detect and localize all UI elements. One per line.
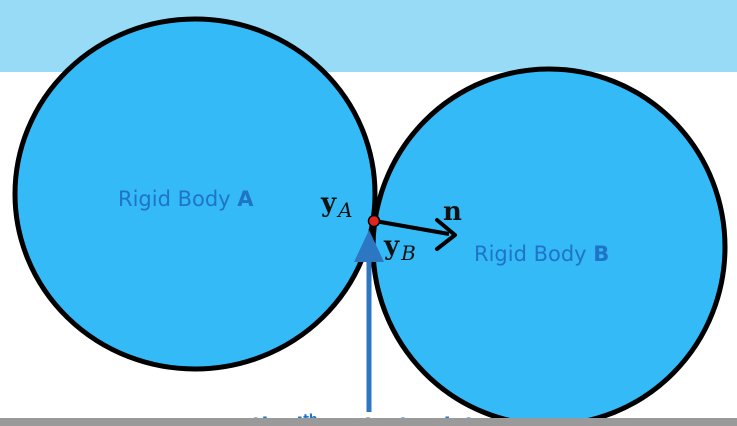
contact-point-marker bbox=[367, 214, 381, 228]
rigid-body-a-label: Rigid Body A bbox=[118, 187, 254, 211]
rigid-body-a bbox=[12, 16, 378, 372]
contact-pointer-head bbox=[354, 230, 384, 262]
rigid-body-b-label: Rigid Body B bbox=[474, 242, 609, 266]
footer-band bbox=[0, 418, 737, 426]
normal-symbol: n bbox=[443, 197, 462, 227]
normal-vector-shaft bbox=[374, 219, 450, 236]
normal-vector-head bbox=[435, 218, 457, 251]
